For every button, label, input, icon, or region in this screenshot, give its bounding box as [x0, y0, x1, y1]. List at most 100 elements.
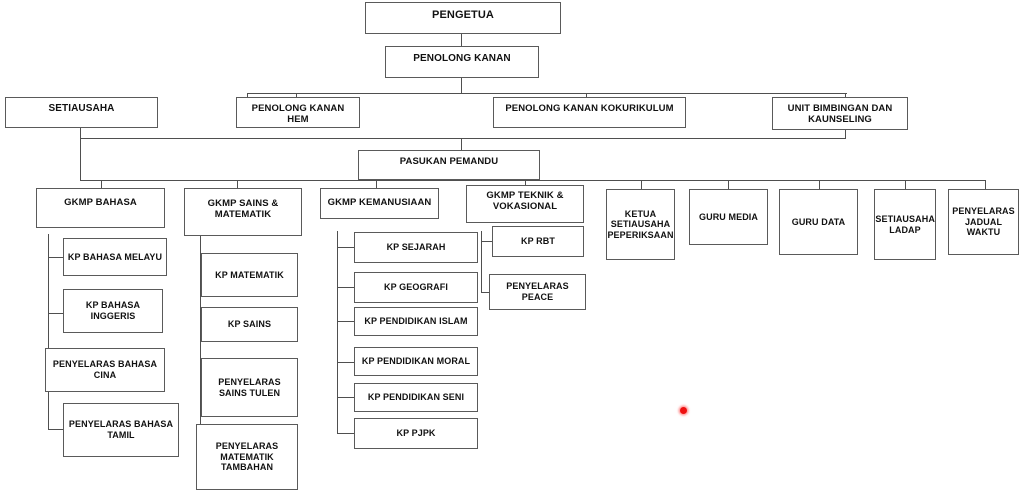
node-penolong-kanan-kokurikulum-label: PENOLONG KANAN KOKURIKULUM — [505, 103, 674, 114]
node-kp-rbt[interactable]: KP RBT — [492, 226, 584, 257]
connector-row2-drop-bimbingan — [845, 93, 847, 97]
node-kp-pjpk[interactable]: KP PJPK — [354, 418, 478, 449]
node-pasukan-pemandu-label: PASUKAN PEMANDU — [399, 156, 499, 167]
connector-row4-drop-teknik — [525, 180, 527, 188]
node-penyelaras-bahasa-cina[interactable]: PENYELARAS BAHASA CINA — [45, 348, 165, 392]
connector-kemanusiaan-stub-6 — [337, 433, 355, 435]
node-kp-pendidikan-moral[interactable]: KP PENDIDIKAN MORAL — [354, 347, 478, 376]
connector-row3-bus — [80, 138, 846, 140]
node-penolong-kanan-kokurikulum[interactable]: PENOLONG KANAN KOKURIKULUM — [493, 97, 686, 128]
node-pengetua-label: PENGETUA — [432, 9, 494, 21]
node-penyelaras-jadual-waktu[interactable]: PENYELARAS JADUAL WAKTU — [948, 189, 1019, 255]
connector-bahasa-stub-2 — [48, 313, 66, 315]
node-kp-rbt-label: KP RBT — [521, 236, 555, 247]
connector-kemanusiaan-stub-1 — [337, 247, 355, 249]
node-guru-data-label: GURU DATA — [791, 216, 846, 227]
connector-row2-bus — [247, 93, 847, 95]
node-gkmp-kemanusiaan[interactable]: GKMP KEMANUSIAAN — [320, 188, 439, 219]
connector-row2-drop-setiausaha — [247, 93, 249, 97]
connector-penolong-kanan-down — [461, 78, 463, 94]
node-kp-matematik-label: KP MATEMATIK — [215, 269, 284, 280]
connector-bahasa-spine — [48, 234, 50, 430]
connector-row4-drop-data — [819, 180, 821, 189]
node-penolong-kanan[interactable]: PENOLONG KANAN — [385, 46, 539, 78]
connector-setiausaha-down — [80, 128, 82, 139]
connector-kemanusiaan-stub-4 — [337, 362, 355, 364]
node-gkmp-sains-matematik[interactable]: GKMP SAINS & MATEMATIK — [184, 188, 302, 236]
connector-row2-drop-hem — [296, 93, 298, 97]
connector-teknik-stub-2 — [481, 292, 492, 294]
connector-row3-to-pasukan — [461, 138, 463, 150]
node-unit-bimbingan-kaunseling-label: UNIT BIMBINGAN DAN KAUNSELING — [787, 103, 893, 126]
node-setiausaha-ladap-label: SETIAUSAHA LADAP — [875, 213, 935, 235]
connector-row4-drop-kemanusiaan — [376, 180, 378, 188]
connector-row3-left-drop — [80, 138, 82, 180]
node-penyelaras-matematik-tambahan-label: PENYELARAS MATEMATIK TAMBAHAN — [215, 441, 279, 473]
node-setiausaha-ladap[interactable]: SETIAUSAHA LADAP — [874, 189, 936, 260]
node-penyelaras-bahasa-cina-label: PENYELARAS BAHASA CINA — [52, 359, 158, 380]
connector-bahasa-stub-1 — [48, 257, 66, 259]
connector-bimbingan-down — [845, 128, 847, 139]
connector-kemanusiaan-spine — [337, 231, 339, 434]
node-ketua-setiausaha-peperiksaan[interactable]: KETUA SETIAUSAHA PEPERIKSAAN — [606, 189, 675, 260]
node-penolong-kanan-hem-label: PENOLONG KANAN HEM — [251, 103, 345, 126]
connector-row4-drop-peperiksaan — [641, 180, 643, 189]
node-penolong-kanan-hem[interactable]: PENOLONG KANAN HEM — [236, 97, 360, 128]
node-kp-pendidikan-islam-label: KP PENDIDIKAN ISLAM — [364, 316, 468, 327]
connector-teknik-spine — [481, 231, 483, 293]
connector-row4-drop-sains — [237, 180, 239, 188]
node-guru-data[interactable]: GURU DATA — [779, 189, 858, 255]
node-kp-bahasa-melayu[interactable]: KP BAHASA MELAYU — [63, 238, 167, 276]
node-gkmp-kemanusiaan-label: GKMP KEMANUSIAAN — [327, 197, 432, 208]
node-unit-bimbingan-kaunseling[interactable]: UNIT BIMBINGAN DAN KAUNSELING — [772, 97, 908, 130]
connector-row4-bus — [80, 180, 986, 182]
node-kp-bahasa-melayu-label: KP BAHASA MELAYU — [67, 251, 163, 262]
node-kp-pendidikan-islam[interactable]: KP PENDIDIKAN ISLAM — [354, 307, 478, 336]
node-kp-bahasa-inggeris-label: KP BAHASA INGGERIS — [85, 300, 141, 321]
node-kp-pendidikan-seni[interactable]: KP PENDIDIKAN SENI — [354, 383, 478, 412]
node-gkmp-sains-matematik-label: GKMP SAINS & MATEMATIK — [207, 198, 279, 221]
node-pasukan-pemandu[interactable]: PASUKAN PEMANDU — [358, 150, 540, 180]
node-kp-geografi-label: KP GEOGRAFI — [384, 282, 448, 293]
node-kp-pendidikan-moral-label: KP PENDIDIKAN MORAL — [361, 356, 471, 367]
node-kp-matematik[interactable]: KP MATEMATIK — [201, 253, 298, 297]
node-penyelaras-peace[interactable]: PENYELARAS PEACE — [489, 274, 586, 310]
connector-kemanusiaan-stub-3 — [337, 321, 355, 323]
node-kp-geografi[interactable]: KP GEOGRAFI — [354, 272, 478, 303]
node-kp-bahasa-inggeris[interactable]: KP BAHASA INGGERIS — [63, 289, 163, 333]
connector-pengetua-to-penolong-kanan — [461, 34, 463, 46]
node-kp-sejarah[interactable]: KP SEJARAH — [354, 232, 478, 263]
node-penolong-kanan-label: PENOLONG KANAN — [413, 53, 511, 64]
connector-kemanusiaan-stub-2 — [337, 287, 355, 289]
connector-row2-drop-koku — [586, 93, 588, 97]
node-penyelaras-bahasa-tamil[interactable]: PENYELARAS BAHASA TAMIL — [63, 403, 179, 457]
node-ketua-setiausaha-peperiksaan-label: KETUA SETIAUSAHA PEPERIKSAAN — [607, 208, 674, 240]
node-penyelaras-bahasa-tamil-label: PENYELARAS BAHASA TAMIL — [68, 419, 174, 440]
node-pengetua[interactable]: PENGETUA — [365, 2, 561, 34]
node-kp-pendidikan-seni-label: KP PENDIDIKAN SENI — [367, 392, 465, 403]
node-guru-media[interactable]: GURU MEDIA — [689, 189, 768, 245]
node-kp-sains-label: KP SAINS — [227, 319, 272, 330]
connector-bahasa-stub-4 — [48, 429, 66, 431]
node-setiausaha-label: SETIAUSAHA — [48, 103, 115, 114]
node-kp-sains[interactable]: KP SAINS — [201, 307, 298, 342]
node-penyelaras-sains-tulen-label: PENYELARAS SAINS TULEN — [218, 376, 281, 398]
node-penyelaras-sains-tulen[interactable]: PENYELARAS SAINS TULEN — [201, 358, 298, 417]
node-gkmp-teknik-vokasional[interactable]: GKMP TEKNIK & VOKASIONAL — [466, 185, 584, 223]
connector-row4-drop-media — [728, 180, 730, 189]
node-guru-media-label: GURU MEDIA — [699, 211, 758, 222]
cursor-marker-dot — [680, 407, 687, 414]
connector-row4-drop-bahasa — [101, 180, 103, 188]
node-setiausaha[interactable]: SETIAUSAHA — [5, 97, 158, 128]
node-penyelaras-peace-label: PENYELARAS PEACE — [506, 281, 569, 302]
node-gkmp-teknik-vokasional-label: GKMP TEKNIK & VOKASIONAL — [486, 190, 564, 213]
node-gkmp-bahasa-label: GKMP BAHASA — [64, 197, 137, 208]
connector-row4-drop-jadual — [985, 180, 987, 189]
node-penyelaras-matematik-tambahan[interactable]: PENYELARAS MATEMATIK TAMBAHAN — [196, 424, 298, 490]
connector-teknik-stub-1 — [481, 241, 495, 243]
connector-kemanusiaan-stub-5 — [337, 397, 355, 399]
node-gkmp-bahasa[interactable]: GKMP BAHASA — [36, 188, 165, 228]
node-kp-sejarah-label: KP SEJARAH — [386, 242, 446, 253]
connector-sains-spine — [200, 236, 202, 448]
